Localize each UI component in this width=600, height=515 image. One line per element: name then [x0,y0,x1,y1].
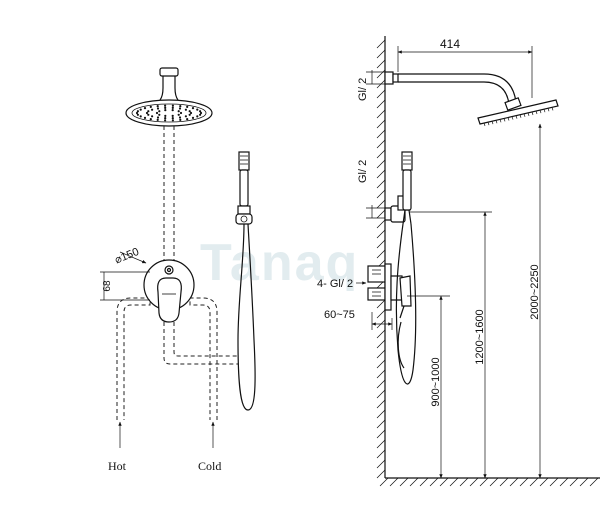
hand-shower-side [401,151,413,225]
riser-pipe-dashed [163,126,175,262]
dim-outlets: 4- Gl/ 2 [317,278,367,290]
wall [376,36,600,487]
dim-height-holder-label: 1200~1600 [474,309,486,364]
dim-thread-mid: Gl/ 2 [357,160,385,219]
dim-height-valve: 900~1000 [407,295,450,479]
shower-arm-front [159,67,179,101]
dim-arm-length: 414 [397,37,533,98]
shower-arm-side [384,71,522,111]
valve-plate-front [143,259,195,323]
shower-head-front [125,99,213,127]
cold-label: Cold [198,459,221,473]
shower-head-side [477,99,559,127]
dim-outlets-label: 4- Gl/ 2 [317,278,353,290]
dim-wall-depth: 60~75 [324,309,393,330]
cold-pipe-dashed [189,297,218,420]
dim-diameter-label: ⌀150 [113,246,141,266]
dim-depth-front: 68 [100,271,150,301]
hot-label: Hot [108,459,127,473]
hot-pipe-dashed [116,297,151,420]
dim-thread-top: Gl/ 2 [357,70,385,101]
watermark: Tanaq [200,234,359,292]
front-view: ⌀150 68 Hot Cold [100,67,256,473]
dim-arm-length-label: 414 [440,37,460,51]
dim-diameter-leader [119,251,147,264]
dim-thread-mid-label: Gl/ 2 [357,160,369,183]
hose-side [395,223,417,385]
dim-thread-top-label: Gl/ 2 [357,78,369,101]
hose-front [237,223,256,411]
dim-height-head: 2000~2250 [529,123,542,479]
dim-depth-label: 68 [102,280,113,292]
outlet-pipe-dashed [163,315,238,365]
dim-height-valve-label: 900~1000 [430,357,442,406]
hand-shower-front [235,151,253,225]
dim-height-holder: 1200~1600 [410,211,492,479]
valve-side [367,263,412,319]
dim-wall-depth-label: 60~75 [324,309,355,321]
dim-height-head-label: 2000~2250 [529,264,541,319]
side-view: 414 Gl/ 2 Gl/ 2 [317,36,600,487]
